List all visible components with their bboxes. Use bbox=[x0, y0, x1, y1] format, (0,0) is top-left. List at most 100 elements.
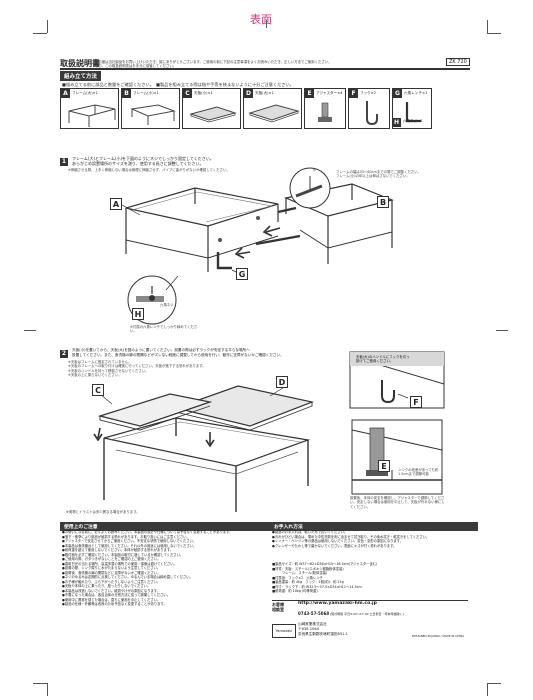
part-letter: B bbox=[122, 89, 131, 98]
crop-mark bbox=[496, 330, 508, 331]
spec-line: フレーム：スチール(粉体塗装) bbox=[272, 571, 328, 575]
crop-mark bbox=[487, 683, 501, 684]
spec-line: ■内寸：ラック下：約 W32.5〜57.5×D34×H11〜14.5cm bbox=[272, 584, 362, 589]
caution-item: ●ネジのゆるみは定期的に点検してください。ゆるんでいる場合は締め直してください。 bbox=[62, 575, 193, 579]
caution-item: ●本製品は食洗機台として使用してください。それ以外の用途には使用しないでください… bbox=[62, 543, 197, 548]
caution-item: ●ご使用の際、ガタつきがないことをご確認の上ご使用ください。 bbox=[62, 557, 161, 561]
document-title: 取扱説明書 bbox=[60, 59, 100, 68]
step-1-note: ※伸縮させる際、上手く伸縮しない場合は無理に伸縮させず、パイプに曲がりがないか確… bbox=[68, 168, 230, 172]
wrench-note: ※付属の六角レンチでしっかり締めてください。 bbox=[130, 325, 198, 334]
step-2-number: 2 bbox=[60, 350, 68, 358]
part-letter: G bbox=[393, 89, 402, 98]
model-number: ZK 720 bbox=[446, 58, 470, 66]
step-2-line: 設置してください。また、食洗機の脚の間隔などがズレない程度に調整してから使用を行… bbox=[72, 352, 284, 357]
caution-item: ●アジャスターで安定させてからご使用ください。不安定な状態で使用しないでください… bbox=[62, 539, 197, 543]
part-letter: E bbox=[305, 89, 314, 98]
callout-b: B bbox=[377, 196, 389, 208]
crop-mark bbox=[24, 330, 36, 331]
intro-line: この度は当社製品をお買い上げいただき、誠にありがとうございます。ご使用の前に下記… bbox=[95, 60, 332, 64]
part-name: 六角ネジ×1 bbox=[403, 119, 423, 123]
part-h: H 六角ネジ×1 bbox=[392, 116, 432, 129]
assembly-subtitle: ■組み立てる前に部品と数量をご確認ください。 ■製品を組み立てる際は指や手等を挟… bbox=[62, 82, 294, 87]
part-name: アジャスター×4 bbox=[316, 91, 343, 95]
screw-label: 六角ネジ bbox=[160, 303, 174, 307]
part-name: フレーム(小)×1 bbox=[133, 91, 159, 95]
part-name: 六角レンチ×1 bbox=[404, 91, 428, 95]
caution-item: ●製品の仕様・外観等は改良のため予告なく変更することがあります。 bbox=[62, 602, 167, 606]
step-1-instructions: フレーム(大)とフレーム(小)を下図のようにネジでしっかり固定してください。 あ… bbox=[72, 156, 392, 166]
part-letter: C bbox=[183, 89, 192, 98]
caution-item: ●設置の際、シンク周りに水がたまらないよう注意してください。 bbox=[62, 566, 161, 570]
caution-item: ●天板や本体の上に乗ったり、座ったりしないでください。 bbox=[62, 584, 151, 588]
care-item: ●シンナー・ベンジン等の薬品は使用しないでください。変色・変形の原因になります。 bbox=[272, 539, 404, 543]
caution-item: ●お使いになる前に、必ずよくお読みください。本製品の設計や仕様については予告なく… bbox=[62, 530, 233, 534]
step-2-note: ※天板の上に乗らないでください。 bbox=[68, 373, 122, 378]
spec-list: ■製品サイズ：約 W37〜62×D36×H15〜16.5cm(アジャスター含む)… bbox=[272, 562, 468, 594]
callout-a: A bbox=[110, 198, 122, 210]
part-c: C 天板(小)×1 bbox=[182, 88, 241, 129]
step-2-instructions: 天板(小)を置いてから、天板(大)を図のように置いてください。設置の際は必ずラッ… bbox=[72, 348, 342, 358]
hook-icon bbox=[366, 101, 378, 126]
adjuster-icon bbox=[318, 102, 332, 122]
caution-item: ●取付面を必ずご確認ください。本製品の取付に適しているか確認してください。 bbox=[62, 552, 184, 557]
contact-rule bbox=[272, 600, 468, 601]
spec-line: ■付属品：フック×2 六角レンチ bbox=[272, 575, 323, 580]
frame-large-icon bbox=[68, 104, 116, 127]
part-letter: D bbox=[244, 89, 253, 98]
crop-mark bbox=[266, 20, 267, 28]
illustration-disclaimer: ※実物とイラストは多少異なる場合があります。 bbox=[66, 510, 140, 514]
mark-label: 印 bbox=[313, 168, 317, 172]
part-letter: F bbox=[349, 89, 358, 98]
company-zip: 〒639-1064 bbox=[298, 627, 319, 631]
adjuster-range-label: シンクの段差があっても約1.5cmまで調節可能 bbox=[398, 468, 439, 477]
hex-wrench-icon bbox=[405, 102, 421, 123]
shelf-large-icon bbox=[248, 104, 300, 123]
contact-label-line: 相談室 bbox=[272, 606, 284, 612]
spec-line: ■材質：天板：スチール(エポキシ樹脂粉体塗装) bbox=[272, 566, 344, 571]
crop-mark bbox=[487, 20, 488, 33]
care-item: ●クレンザーやたわし等で磨かないでください。表面にキズが付く恐れがあります。 bbox=[272, 543, 397, 548]
frame-small-icon bbox=[130, 104, 176, 125]
step-1-number: 1 bbox=[60, 158, 68, 166]
hook-label: 天板(大)のハンドルにフックを引っ掛けてご使用ください。 bbox=[356, 355, 410, 364]
part-name: 天板(大)×1 bbox=[255, 91, 274, 95]
phone-number: 0743-57-5068 bbox=[298, 611, 330, 616]
step-1-line: フレーム(大)とフレーム(小)を下図のようにネジでしっかり固定してください。 bbox=[72, 156, 214, 161]
contact-label-line: お客様 bbox=[272, 602, 284, 607]
part-d: D 天板(大)×1 bbox=[243, 88, 302, 129]
part-name: フック×2 bbox=[360, 91, 377, 95]
spec-line: ■製品サイズ：約 W37〜62×D36×H15〜16.5cm(アジャスター含む) bbox=[272, 562, 378, 566]
intro-text: この度は当社製品をお買い上げいただき、誠にありがとうございます。ご使用の前に下記… bbox=[95, 60, 435, 68]
part-name: 天板(小)×1 bbox=[194, 91, 213, 95]
company-info: 山崎実業株式会社 〒639-1064 奈良県生駒郡安堵町窪田851-1 bbox=[298, 622, 348, 637]
step-2-note: ※天板のハンドルを持って移動させないでください。 bbox=[68, 368, 149, 373]
made-in-label: DESIGNED IN JAPAN / MADE IN CHINA bbox=[412, 634, 465, 638]
page-side-label: 表面 bbox=[250, 13, 272, 26]
part-e: E アジャスター×4 bbox=[304, 88, 346, 129]
caution-item: ●本製品は改造しないでください。破損やけがの原因になります。 bbox=[62, 588, 161, 593]
caution-item: ●耐荷重を超えて使用しないでください。本体が破損する恐れがあります。 bbox=[62, 548, 174, 552]
intro-line: なお、この取扱説明書はお手元に保管してください。 bbox=[95, 64, 177, 69]
part-a: A フレーム(大)×1 bbox=[60, 88, 119, 129]
width-callout-line: フレームの幅は33〜60cmまでの間でご調整ください。 bbox=[336, 170, 421, 174]
crop-mark bbox=[33, 33, 47, 34]
website-link[interactable]: http://www.yamazaki-hm.co.jp bbox=[298, 601, 377, 606]
assembly-header: 組み立て方法 bbox=[60, 71, 102, 81]
crop-mark bbox=[33, 683, 47, 684]
caution-item: ●使用中に異常を感じた場合は、直ちに使用を中止してください。 bbox=[62, 597, 161, 602]
part-letter: H bbox=[392, 118, 401, 127]
callout-d: D bbox=[276, 376, 288, 388]
shelf-small-icon bbox=[189, 106, 237, 123]
spec-line: ■製品重量：約 4kg フック：1個(約)：約 25g bbox=[272, 580, 344, 584]
crop-mark bbox=[47, 683, 48, 696]
header-rule bbox=[60, 68, 470, 70]
crop-mark bbox=[487, 683, 488, 696]
part-g: G 六角レンチ×1 bbox=[392, 88, 432, 129]
crop-mark bbox=[47, 20, 48, 33]
part-f: F フック×2 bbox=[348, 88, 390, 129]
install-note: 設置後、本体の安定を確認し、アジャスターで調節してください。安定しない場合は使用… bbox=[350, 496, 445, 509]
caution-item: ●お子様が触れたり、ぶら下がったりしないようご注意ください。 bbox=[62, 579, 161, 584]
callout-g: G bbox=[236, 268, 248, 280]
width-callout-line: フレーム(小)の印以上は伸ばさないでください。 bbox=[336, 174, 410, 179]
